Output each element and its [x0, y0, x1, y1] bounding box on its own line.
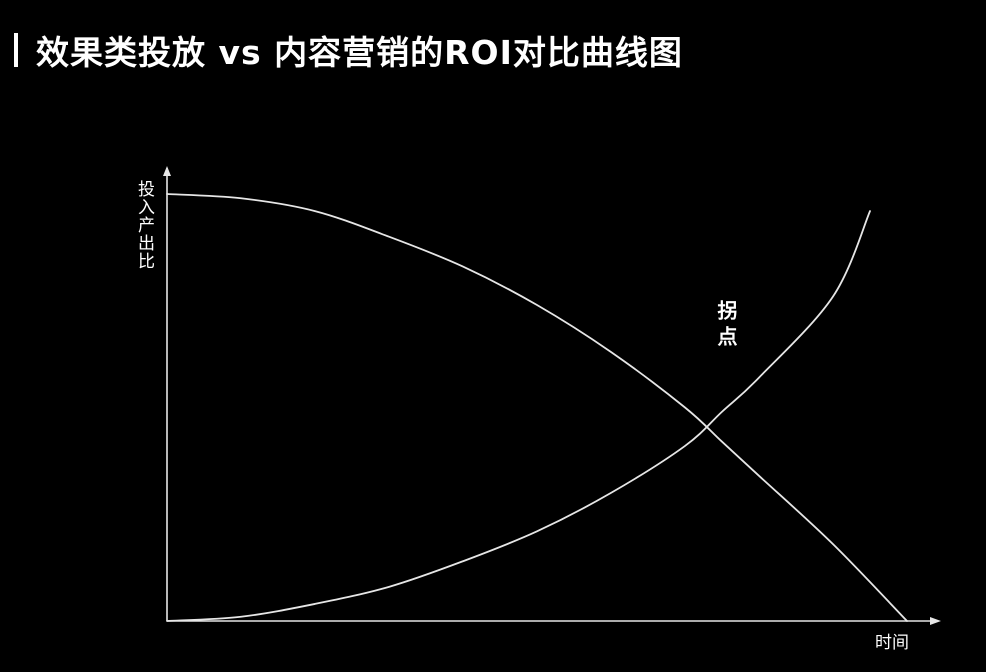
axes: [163, 166, 941, 625]
inflection-point-annotation: 拐点: [714, 300, 738, 352]
page-title: 效果类投放 vs 内容营销的ROI对比曲线图: [36, 33, 683, 72]
title-bar: 效果类投放 vs 内容营销的ROI对比曲线图: [14, 30, 683, 72]
y-axis-label: 投入产出比: [134, 180, 154, 270]
series-lines: [166, 193, 908, 622]
title-accent-bar: [14, 33, 18, 67]
x-axis-arrow: [930, 617, 941, 625]
x-axis-label: 时间: [875, 633, 909, 653]
series-line-decreasing: [166, 193, 908, 622]
y-axis-arrow: [163, 166, 171, 176]
series-line-increasing: [166, 210, 871, 622]
